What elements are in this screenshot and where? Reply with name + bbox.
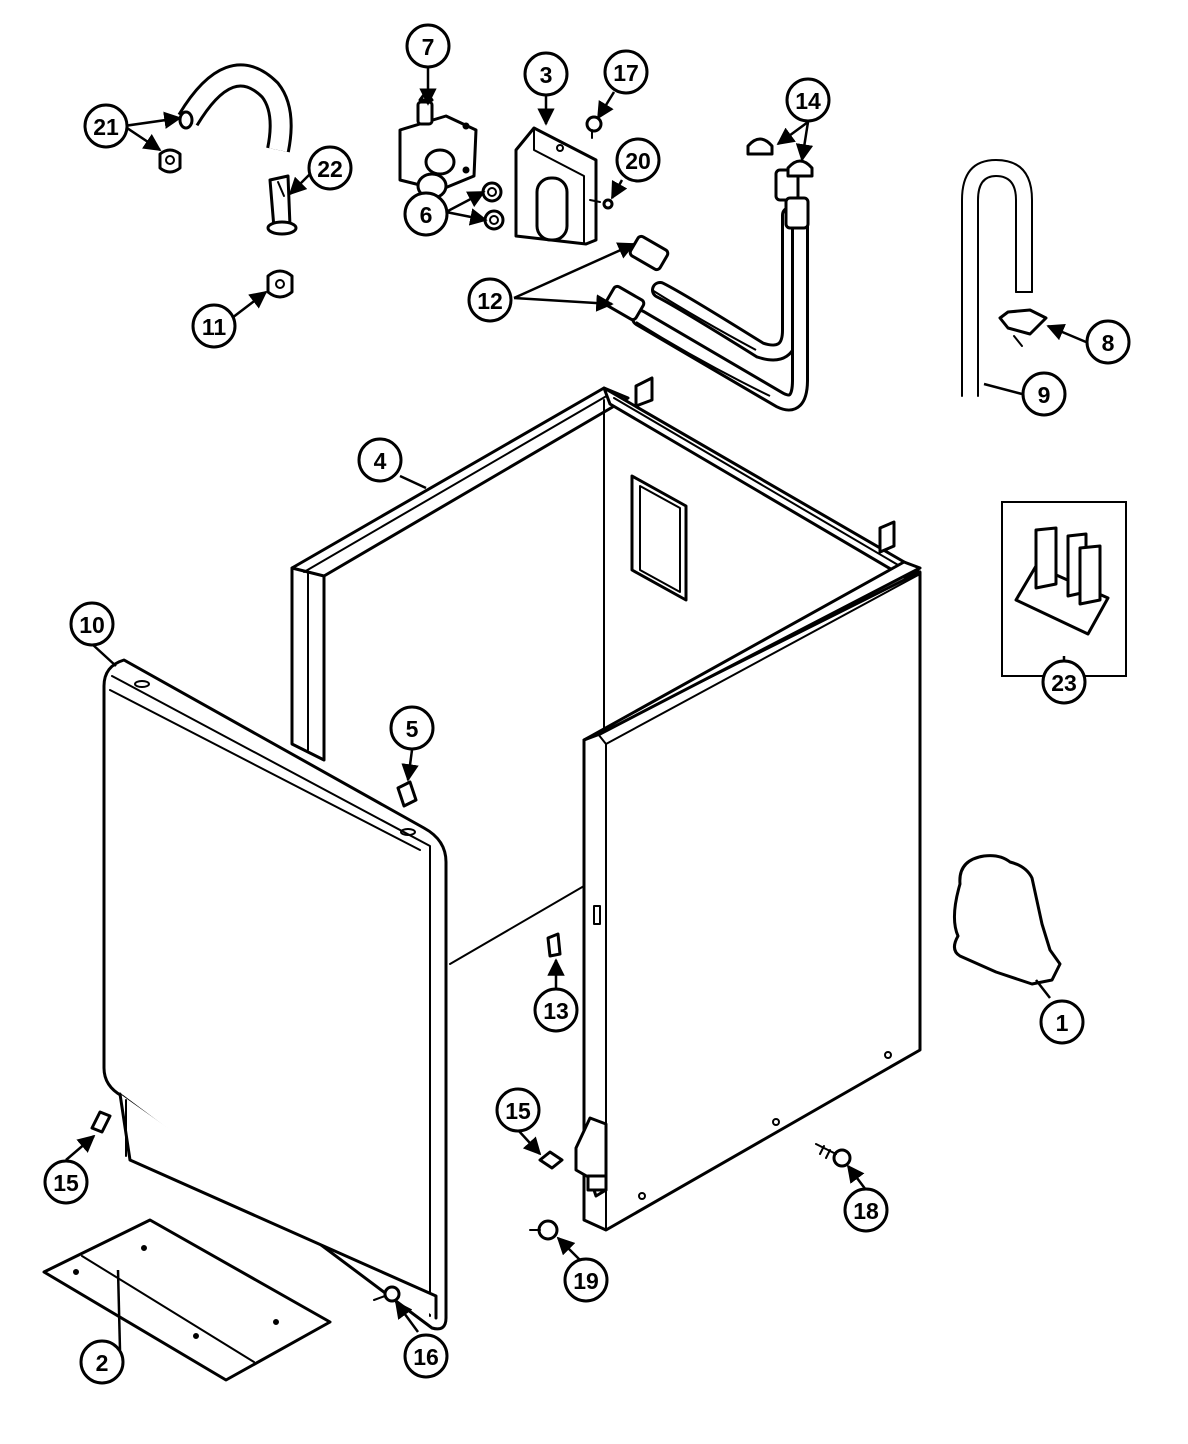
callout-circle [467, 277, 513, 323]
screw-16 [373, 1285, 401, 1303]
screw-19 [529, 1219, 559, 1241]
callout-label: 16 [413, 1344, 439, 1370]
callout-6: 6 [403, 191, 449, 237]
screw-15-right [538, 1150, 564, 1170]
toe-panel [42, 1218, 332, 1382]
callout-17: 17 [603, 49, 649, 95]
part-23-inset [1001, 501, 1127, 677]
hose-clamp [266, 269, 294, 299]
callout-circle [79, 1339, 125, 1385]
fill-nozzle [266, 174, 298, 236]
callout-label: 7 [422, 34, 435, 60]
callout-label: 3 [540, 62, 553, 88]
callout-circle [69, 601, 115, 647]
callout-circle [1085, 319, 1131, 365]
callout-label: 23 [1051, 670, 1077, 696]
callout-3: 3 [523, 51, 569, 97]
callout-label: 14 [795, 88, 821, 114]
callout-circle [615, 137, 661, 183]
callout-label: 17 [613, 60, 639, 86]
callout-7: 7 [405, 23, 451, 69]
valve-screens [481, 181, 505, 231]
callout-19: 19 [563, 1257, 609, 1303]
callout-label: 18 [853, 1198, 879, 1224]
callout-23: 23 [1041, 659, 1087, 705]
callout-9: 9 [1021, 371, 1067, 417]
callout-label: 9 [1038, 382, 1051, 408]
callout-label: 11 [202, 314, 227, 340]
callout-label: 21 [93, 114, 119, 140]
callout-10: 10 [69, 601, 115, 647]
callout-13: 13 [533, 987, 579, 1033]
hose-clip [998, 308, 1048, 347]
callout-circle [1039, 999, 1085, 1045]
callout-circle [389, 705, 435, 751]
callout-21: 21 [83, 103, 129, 149]
callout-label: 5 [406, 716, 419, 742]
callout-circle [523, 51, 569, 97]
callout-label: 22 [317, 156, 343, 182]
front-panel [102, 658, 448, 1331]
drain-hose [961, 159, 1033, 397]
inlet-hoses [604, 168, 810, 412]
callout-12: 12 [467, 277, 513, 323]
clip-13 [546, 932, 562, 958]
callout-label: 12 [477, 288, 503, 314]
screw-17 [585, 115, 603, 139]
callout-circle [785, 77, 831, 123]
callout-15: 15 [495, 1087, 541, 1133]
rear-access-cover [953, 854, 1062, 986]
screw-18 [815, 1143, 852, 1168]
cabinet-wrapper [290, 376, 922, 1232]
hose-washers [746, 137, 814, 178]
callout-label: 13 [543, 998, 569, 1024]
callout-14: 14 [785, 77, 831, 123]
callout-circle [563, 1257, 609, 1303]
callout-16: 16 [403, 1333, 449, 1379]
water-valve [398, 90, 478, 200]
callout-label: 15 [505, 1098, 531, 1124]
callout-1: 1 [1039, 999, 1085, 1045]
callout-label: 10 [79, 612, 105, 638]
fill-hose [158, 63, 293, 174]
callout-label: 8 [1102, 330, 1115, 356]
callout-circle [495, 1087, 541, 1133]
callout-circle [1041, 659, 1087, 705]
callout-11: 11 [191, 303, 237, 349]
screw-20 [589, 198, 614, 210]
callout-label: 2 [96, 1350, 109, 1376]
callout-circle [43, 1159, 89, 1205]
callout-20: 20 [615, 137, 661, 183]
callout-circle [1021, 371, 1067, 417]
callout-15: 15 [43, 1159, 89, 1205]
callout-2: 2 [79, 1339, 125, 1385]
screw-15-left [90, 1110, 112, 1134]
callout-label: 4 [374, 448, 387, 474]
callout-circle [403, 191, 449, 237]
callout-22: 22 [307, 145, 353, 191]
callout-circle [405, 23, 451, 69]
callout-label: 6 [420, 202, 433, 228]
callout-circle [403, 1333, 449, 1379]
callout-circle [533, 987, 579, 1033]
callout-circle [843, 1187, 889, 1233]
callout-circle [357, 437, 403, 483]
callout-circle [83, 103, 129, 149]
callout-8: 8 [1085, 319, 1131, 365]
callout-label: 15 [53, 1170, 79, 1196]
callout-18: 18 [843, 1187, 889, 1233]
callout-circle [191, 303, 237, 349]
callout-label: 1 [1056, 1010, 1069, 1036]
callout-label: 20 [625, 148, 651, 174]
callout-label: 19 [573, 1268, 599, 1294]
callout-circle [307, 145, 353, 191]
callout-circle [603, 49, 649, 95]
callout-5: 5 [389, 705, 435, 751]
valve-bracket [514, 126, 598, 246]
clip-5 [396, 780, 418, 808]
callout-4: 4 [357, 437, 403, 483]
